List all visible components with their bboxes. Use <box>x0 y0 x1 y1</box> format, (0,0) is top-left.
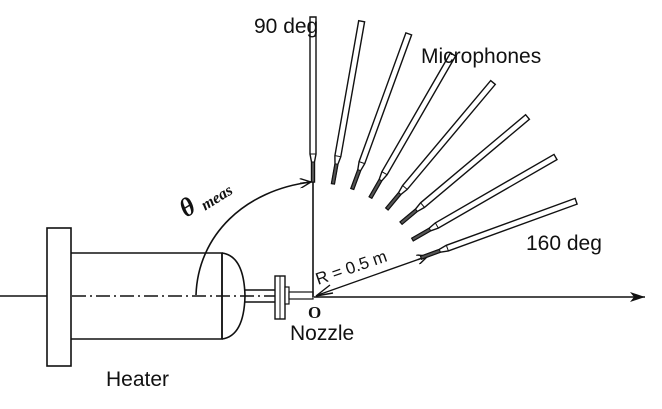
radius-arrow <box>317 256 428 296</box>
label-origin: O <box>308 303 321 322</box>
microphone-collar <box>358 161 365 165</box>
label-microphones: Microphones <box>421 45 541 68</box>
microphone-collar <box>334 155 341 158</box>
theta-meas-arc <box>195 182 311 296</box>
microphone-tip <box>330 163 339 185</box>
microphone-tip <box>399 208 419 225</box>
label-nozzle: Nozzle <box>290 322 354 345</box>
microphone-collar <box>402 185 408 190</box>
microphone-array <box>309 16 578 261</box>
label-160-deg: 160 deg <box>526 232 602 255</box>
label-theta-meas: θ meas <box>174 182 236 223</box>
label-90-deg: 90 deg <box>254 15 318 38</box>
heater-flange <box>46 227 72 367</box>
theta-subscript: meas <box>198 182 236 214</box>
heater-dome <box>221 252 246 340</box>
microphone-collar <box>445 245 449 252</box>
microphone <box>309 16 317 183</box>
microphone-tip <box>419 248 442 260</box>
nozzle-tube <box>288 291 314 300</box>
microphone-collar <box>434 222 439 229</box>
microphone <box>349 32 413 191</box>
microphone-collar <box>420 202 425 208</box>
microphone-collar <box>381 171 388 176</box>
microphone-tip <box>350 168 362 191</box>
microphone-tip <box>411 227 432 242</box>
microphone-tip <box>368 178 383 199</box>
microphone-tip <box>385 191 402 211</box>
label-heater: Heater <box>106 368 169 391</box>
microphone-tip <box>311 161 315 183</box>
radius-arrow-head-origin <box>315 284 334 297</box>
nozzle-ring <box>284 286 290 305</box>
theta-symbol: θ <box>174 191 201 223</box>
